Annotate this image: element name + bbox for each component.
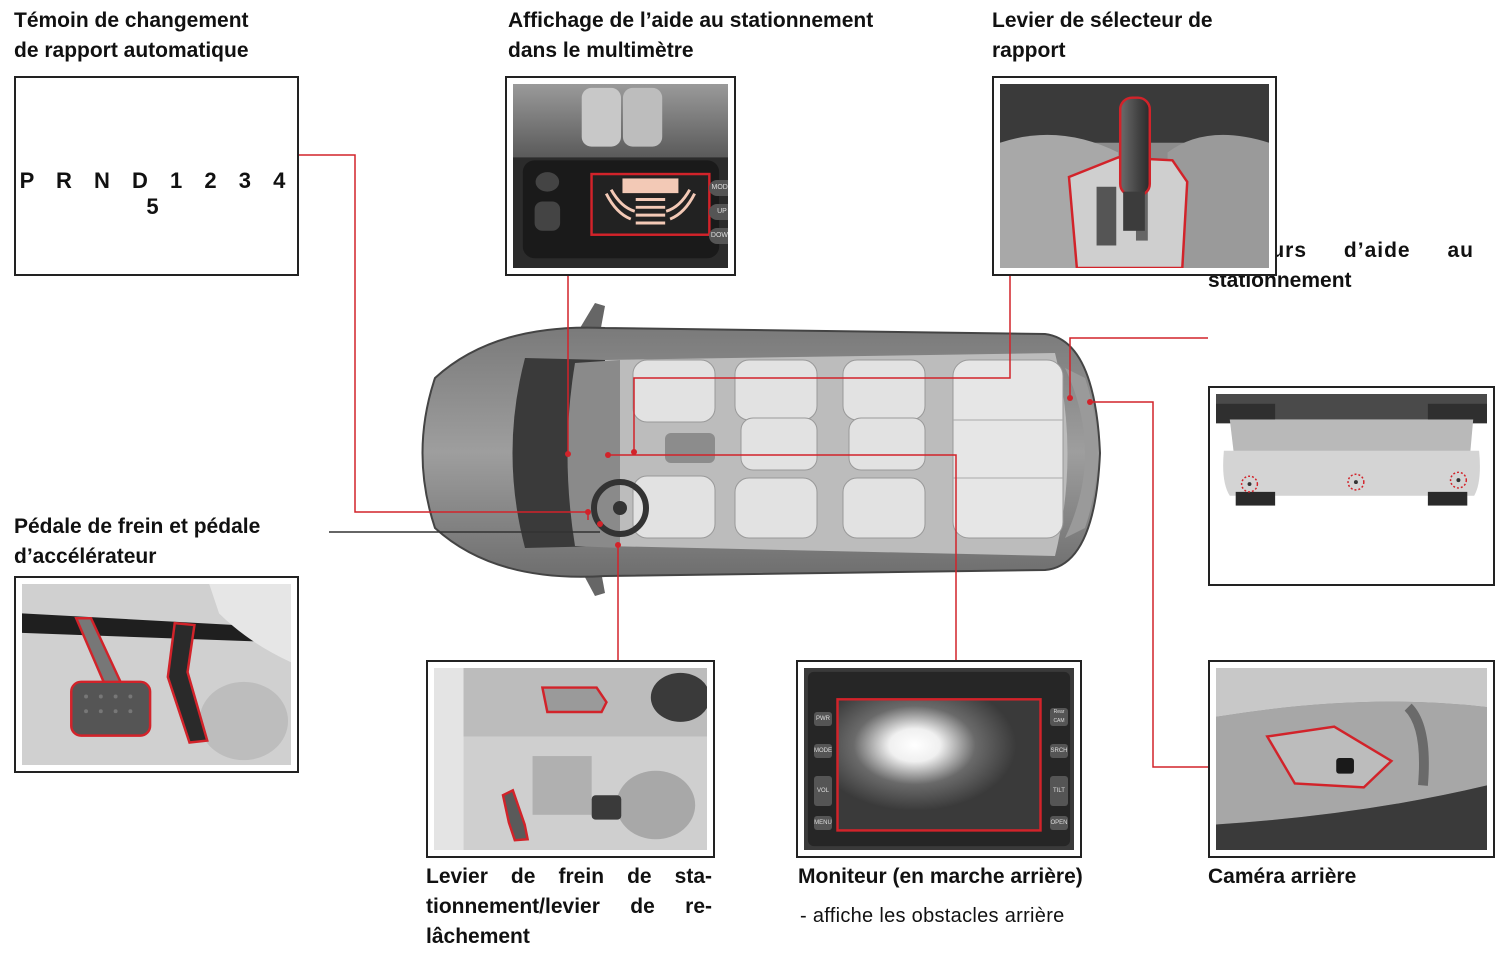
label-shift-indicator: Témoin de changement de rapport automati… xyxy=(14,6,249,66)
label-pedals: Pédale de frein et pédale d’accélérateur xyxy=(14,512,260,572)
rear-bumper-image xyxy=(1216,394,1487,578)
monitor-button-tilt: TILT xyxy=(1050,776,1068,806)
shift-lever-image xyxy=(1000,84,1269,268)
shift-lever-photo xyxy=(992,76,1277,276)
monitor-button-mode: MODE xyxy=(814,744,832,758)
label-rear-camera: Caméra arrière xyxy=(1208,862,1356,892)
monitor-button-srch: SRCH xyxy=(1050,744,1068,758)
monitor-button-rear-cam: Rear CAM xyxy=(1050,708,1068,726)
monitor-image xyxy=(804,668,1074,850)
pedals-image xyxy=(22,584,291,765)
label-line: rapport xyxy=(992,39,1066,62)
monitor-button-menu: MENU xyxy=(814,816,832,830)
gear-indicator-text: P R N D 1 2 3 4 5 xyxy=(19,168,294,219)
display-button-mode: MODE xyxy=(709,180,728,196)
label-line: Pédale de frein et pédale xyxy=(14,515,261,538)
monitor-button-pwr: PWR xyxy=(814,712,832,726)
label-line: de rapport automatique xyxy=(14,39,249,62)
parking-brake-image xyxy=(434,668,707,850)
label-line: Caméra arrière xyxy=(1208,865,1357,888)
rear-camera-photo xyxy=(1208,660,1495,858)
monitor-button-vol: VOL xyxy=(814,776,832,806)
monitor-button-open: OPEN xyxy=(1050,816,1068,830)
label-line: Affichage de l’aide au stationnement xyxy=(508,9,874,32)
label-line: Témoin de changement xyxy=(14,9,249,32)
label-shift-lever: Levier de sélecteur de rapport xyxy=(992,6,1213,66)
label-parking-brake: Levier de frein de sta- tionnement/levie… xyxy=(426,862,712,952)
parking-display-photo: MODE UP DOWN xyxy=(505,76,736,276)
pedals-photo xyxy=(14,576,299,773)
label-monitor-note: - affiche les obstacles arrière xyxy=(800,905,1065,927)
label-line: d’accélérateur xyxy=(14,545,157,568)
label-line: Moniteur (en marche arrière) xyxy=(798,865,1083,888)
label-parking-display: Affichage de l’aide au stationnement dan… xyxy=(508,6,873,66)
monitor-photo: PWR MODE VOL MENU Rear CAM SRCH TILT OPE… xyxy=(796,660,1082,858)
display-button-down: DOWN xyxy=(709,228,728,244)
shift-indicator-box: P R N D 1 2 3 4 5 xyxy=(14,76,299,276)
cluster-display-image xyxy=(513,84,728,268)
label-line: Levier de sélecteur de xyxy=(992,9,1213,32)
label-line: lâchement xyxy=(426,925,530,948)
car-top-view-image xyxy=(421,303,1102,596)
label-line: tionnement/levier de re- xyxy=(426,895,712,918)
label-line: Levier de frein de sta- xyxy=(426,865,712,888)
rear-camera-image xyxy=(1216,668,1487,850)
parking-sensors-photo xyxy=(1208,386,1495,586)
label-monitor: Moniteur (en marche arrière) xyxy=(798,862,1083,892)
parking-brake-photo xyxy=(426,660,715,858)
display-button-up: UP xyxy=(709,204,728,220)
label-line: dans le multimètre xyxy=(508,39,694,62)
